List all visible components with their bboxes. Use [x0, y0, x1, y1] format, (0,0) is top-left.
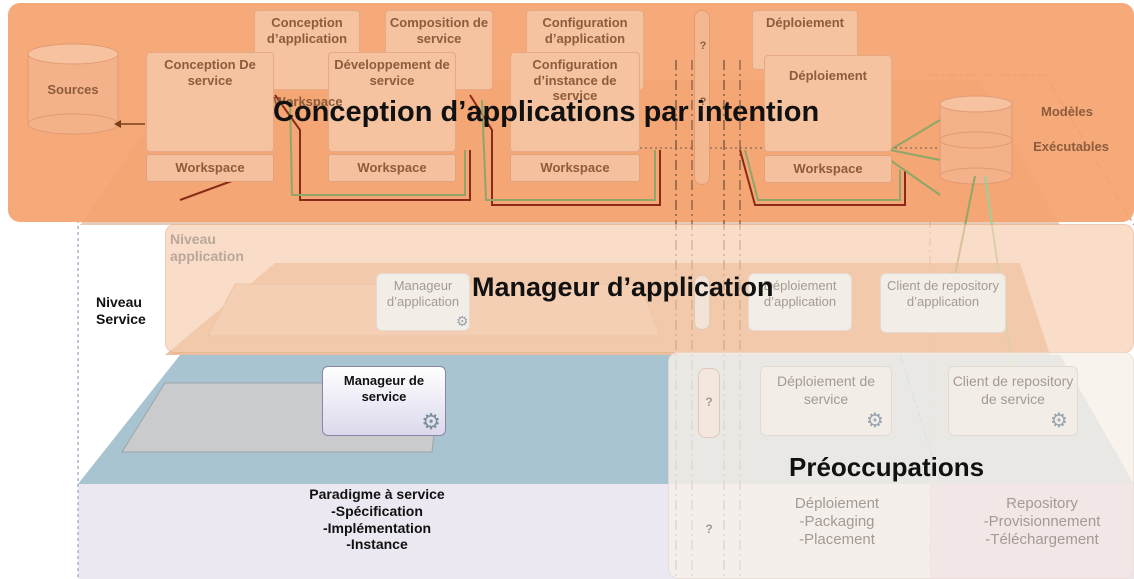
unknown-pillar-top-label-1: ?: [699, 40, 707, 52]
workspace-1: Workspace: [146, 154, 274, 182]
niveau-service-label: Niveau Service: [96, 294, 146, 327]
card-conception-application: Conception d’application: [254, 10, 360, 90]
arrow-to-sources-head: [114, 120, 121, 128]
card-configuration-application-label: Configuration d’application: [542, 15, 628, 46]
card-configuration-instance-label: Configuration d’instance de service: [532, 57, 618, 104]
client-repository-service-label: Client de repository de service: [952, 373, 1074, 407]
manageur-service-card: Manageur de service ⚙: [322, 366, 446, 436]
deploiement-service-label: Déploiement de service: [776, 373, 876, 407]
client-repository-service-card: Client de repository de service: [948, 366, 1078, 436]
sources-cylinder: [27, 43, 119, 135]
middle-title: Manageur d’application: [472, 272, 774, 302]
unknown-pillar-service-label: ?: [705, 395, 713, 409]
client-repository-application-card: Client de repository d’application: [880, 273, 1006, 333]
gear-icon: ⚙: [1050, 410, 1068, 432]
gear-icon: ⚙: [866, 410, 884, 432]
gear-icon: ⚙: [456, 313, 469, 329]
manageur-application-label: Manageur d’application: [386, 278, 460, 310]
repository-tint: [930, 484, 1134, 579]
workspace-3: Workspace: [510, 154, 640, 182]
card-developpement-service-label: Développement de service: [334, 57, 450, 88]
repository-col-telechargement: -Téléchargement: [985, 531, 1099, 548]
unknown-pillar-top-label-2: ?: [699, 96, 707, 108]
preoccupations-title: Préoccupations: [789, 452, 985, 482]
unknown-paradigm-label: ?: [705, 522, 713, 536]
unknown-pillar-top: [694, 10, 710, 185]
manageur-application-card: Manageur d’application: [376, 273, 470, 331]
unknown-pillar-middle: [694, 275, 710, 330]
paradigme-title: Paradigme à service: [309, 486, 445, 502]
repository-col-title: Repository: [1006, 495, 1078, 512]
deploiement-col-title: Déploiement: [794, 495, 880, 512]
card-conception-application-label: Conception d’application: [266, 15, 348, 46]
card-deploiement-front: Déploiement: [764, 55, 892, 152]
deploiement-application-card: Déploiement d’application: [748, 273, 852, 331]
card-deploiement-front-label: Déploiement: [788, 68, 867, 83]
sources-label: Sources: [47, 82, 99, 97]
top-title: Conception d’applications par intention: [273, 96, 820, 128]
top-band-decor: [27, 43, 1013, 206]
gear-icon: ⚙: [421, 409, 441, 434]
repository-col-provisionnement: -Provisionnement: [983, 513, 1101, 530]
card-composition-service-label: Composition de service: [389, 15, 489, 46]
paradigme-specification: -Spécification: [331, 502, 423, 519]
hidden-workspace-label: Workspace: [273, 94, 343, 109]
niveau-application-label: Niveau application: [170, 231, 244, 264]
repository-column: Repository -Provisionnement -Téléchargem…: [952, 495, 1132, 549]
deploiement-col-packaging: -Packaging: [799, 513, 875, 530]
modeles-label: Modèles: [1040, 104, 1093, 119]
executables-label: Exécutables: [1033, 139, 1109, 154]
manageur-service-label: Manageur de service: [343, 373, 425, 404]
deploiement-application-label: Déploiement d’application: [763, 278, 837, 310]
deploiement-service-card: Déploiement de service: [760, 366, 892, 436]
deploiement-col-placement: -Placement: [799, 531, 875, 548]
paradigme-implementation: -Implémentation: [322, 519, 432, 536]
card-configuration-instance: Configuration d’instance de service: [510, 52, 640, 152]
workspace-loops: [179, 94, 941, 206]
card-deploiement-back-label: Déploiement: [765, 15, 844, 30]
client-repository-application-label: Client de repository d’application: [887, 278, 999, 310]
paradigme-column: Paradigme à service -Spécification -Impl…: [262, 486, 492, 553]
card-conception-service-label: Conception De service: [164, 57, 256, 88]
paradigme-instance: -Instance: [346, 536, 408, 553]
deploiement-column: Déploiement -Packaging -Placement: [762, 495, 912, 549]
workspace-2: Workspace: [328, 154, 456, 182]
workspace-4: Workspace: [764, 155, 892, 183]
card-conception-service: Conception De service: [146, 52, 274, 152]
card-developpement-service: Développement de service: [328, 52, 456, 152]
models-cylinder: [939, 95, 1013, 185]
unknown-pillar-service: [698, 368, 720, 438]
